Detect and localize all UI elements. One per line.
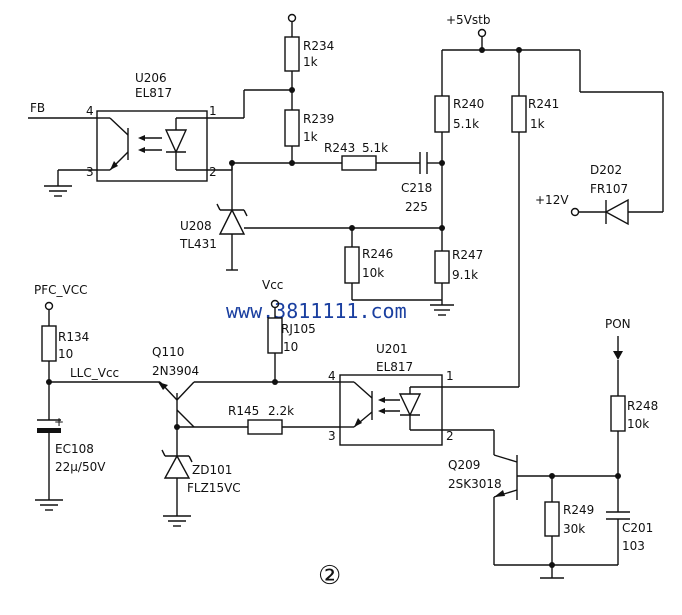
vstb-terminal: +5Vstb (446, 13, 490, 50)
ec108-polarity: + (54, 415, 64, 429)
ec108-capacitor: + EC108 22μ/50V (37, 415, 106, 474)
ec108-ground (35, 499, 63, 511)
r248-ref: R248 (627, 399, 658, 413)
u201-pin1: 1 (446, 369, 454, 383)
u206-value: EL817 (135, 86, 172, 100)
r145-value: 2.2k (268, 404, 294, 418)
r240-ref: R240 (453, 97, 484, 111)
watermark: www.3811111.com (226, 299, 407, 323)
fb-net: FB (28, 101, 97, 119)
r249-ref: R249 (563, 503, 594, 517)
ec108-value: 22μ/50V (55, 460, 106, 474)
r246-resistor: R246 10k (344, 246, 393, 284)
r248-value: 10k (627, 417, 649, 431)
r134-resistor: R134 10 (41, 325, 89, 362)
q110-transistor: Q110 2N3904 (152, 345, 199, 428)
c218-value: 225 (405, 200, 428, 214)
q110-ref: Q110 (152, 345, 184, 359)
u206-pin3: 3 (86, 165, 94, 179)
r241-resistor: R241 1k (511, 95, 559, 133)
c218-ref: C218 (401, 181, 432, 195)
zd101-value: FLZ15VC (187, 481, 241, 495)
u201-value: EL817 (376, 360, 413, 374)
r234-resistor: R234 1k (284, 36, 334, 72)
c201-capacitor: C201 103 (606, 511, 653, 553)
r247-value: 9.1k (452, 268, 478, 282)
u201-pin3: 3 (328, 429, 336, 443)
u206-ref: U206 (135, 71, 167, 85)
u201-ref: U201 (376, 342, 408, 356)
r243-value: 5.1k (362, 141, 388, 155)
vstb-label: +5Vstb (446, 13, 490, 27)
c201-value: 103 (622, 539, 645, 553)
r249-value: 30k (563, 522, 585, 536)
pfc-vcc-terminal: PFC_VCC (34, 283, 87, 326)
zd101-ground (163, 515, 191, 527)
r247-ground (430, 304, 454, 316)
rj105-value: 10 (283, 340, 298, 354)
r249-resistor: R249 30k (544, 501, 594, 537)
u208-tl431: U208 TL431 (179, 203, 248, 270)
r248-resistor: R248 10k (610, 395, 658, 432)
r243-ref: R243 (324, 141, 355, 155)
r145-resistor: R145 2.2k (228, 404, 294, 435)
vcc-terminal: Vcc (262, 278, 283, 318)
u208-value: TL431 (179, 237, 217, 251)
rj105-resistor: RJ105 10 (267, 317, 316, 354)
q110-value: 2N3904 (152, 364, 199, 378)
q209-ref: Q209 (448, 458, 480, 472)
pon-label: PON (605, 317, 631, 331)
ec108-ref: EC108 (55, 442, 94, 456)
r239-ref: R239 (303, 112, 334, 126)
u201-pin2: 2 (446, 429, 454, 443)
d202-diode: D202 FR107 (590, 163, 629, 226)
r241-ref: R241 (528, 97, 559, 111)
q209-value: 2SK3018 (448, 477, 502, 491)
r234-ref: R234 (303, 39, 334, 53)
r145-ref: R145 (228, 404, 259, 418)
wire (493, 454, 518, 463)
vcc-label: Vcc (262, 278, 283, 292)
u201-pin4: 4 (328, 369, 336, 383)
r247-ref: R247 (452, 248, 483, 262)
r240-value: 5.1k (453, 117, 479, 131)
c218-capacitor: C218 225 (401, 152, 432, 214)
q209-mosfet: Q209 2SK3018 (448, 455, 518, 500)
u206-pin4: 4 (86, 104, 94, 118)
u206-pin2: 2 (209, 165, 217, 179)
u206-ground (44, 169, 97, 197)
rj105-ref: RJ105 (281, 322, 316, 336)
zd101-zener: ZD101 FLZ15VC (161, 449, 241, 495)
r240-resistor: R240 5.1k (434, 95, 484, 133)
fb-label: FB (30, 101, 45, 115)
u201-optocoupler: U201 EL817 4 3 1 2 (328, 342, 454, 446)
r239-resistor: R239 1k (284, 109, 334, 147)
u206-optocoupler: U206 EL817 4 3 1 2 (86, 71, 217, 182)
u208-ref: U208 (180, 219, 212, 233)
d202-value: FR107 (590, 182, 628, 196)
r241-value: 1k (530, 117, 545, 131)
c201-ref: C201 (622, 521, 653, 535)
llc-vcc-label: LLC_Vcc (70, 366, 119, 380)
r239-value: 1k (303, 130, 318, 144)
r134-value: 10 (58, 347, 73, 361)
zd101-ref: ZD101 (192, 463, 232, 477)
pfc-vcc-label: PFC_VCC (34, 283, 87, 297)
v12-label: +12V (535, 193, 569, 207)
r134-ref: R134 (58, 330, 89, 344)
v12-terminal: +12V (535, 193, 580, 217)
r234-value: 1k (303, 55, 318, 69)
d202-ref: D202 (590, 163, 622, 177)
r246-ref: R246 (362, 247, 393, 261)
u206-pin1: 1 (209, 104, 217, 118)
top-supply-terminal (287, 13, 297, 37)
r246-value: 10k (362, 266, 384, 280)
r247-resistor: R247 9.1k (434, 248, 483, 284)
figure-number: ② (318, 561, 341, 591)
pon-input: PON (605, 317, 631, 360)
r243-resistor: R243 5.1k (324, 141, 388, 171)
